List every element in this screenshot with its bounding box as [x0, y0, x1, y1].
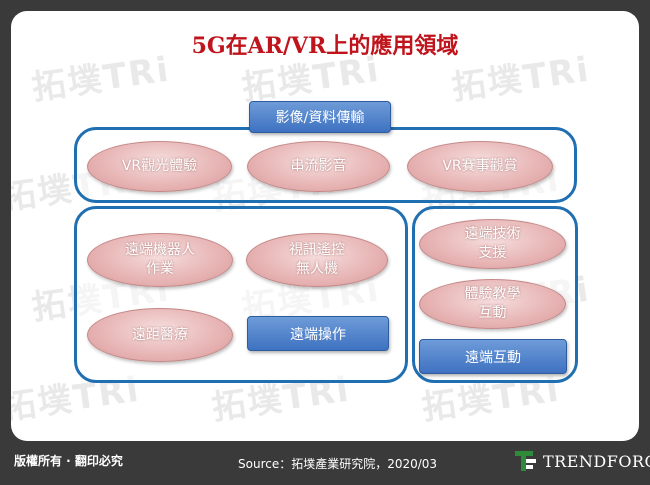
- logo-text: TRENDFORCE: [543, 451, 650, 471]
- copyright-notice: 版權所有 · 翻印必究: [14, 454, 123, 468]
- trendforce-icon: [515, 451, 536, 471]
- top-item-1: 串流影音: [247, 141, 390, 192]
- left-item-1: 視訊遙控 無人機: [246, 233, 388, 287]
- top-item-0: VR觀光體驗: [87, 141, 232, 192]
- right-item-1: 體驗教學 互動: [419, 279, 566, 329]
- top-item-2: VR賽事觀賞: [407, 141, 553, 192]
- source-text: Source：拓墣產業研究院，2020/03: [238, 457, 438, 471]
- left-group-label: 遠端操作: [247, 316, 389, 351]
- slide-title: 5G在AR/VR上的應用領域: [191, 33, 459, 59]
- top-group-header: 影像/資料傳輸: [249, 101, 391, 133]
- trendforce-logo: TRENDFORCE: [514, 449, 650, 473]
- left-item-2: 遠距醫療: [87, 308, 233, 362]
- right-group-label: 遠端互動: [419, 339, 567, 374]
- left-item-0: 遠端機器人 作業: [87, 233, 233, 287]
- right-item-0: 遠端技術 支援: [419, 219, 566, 269]
